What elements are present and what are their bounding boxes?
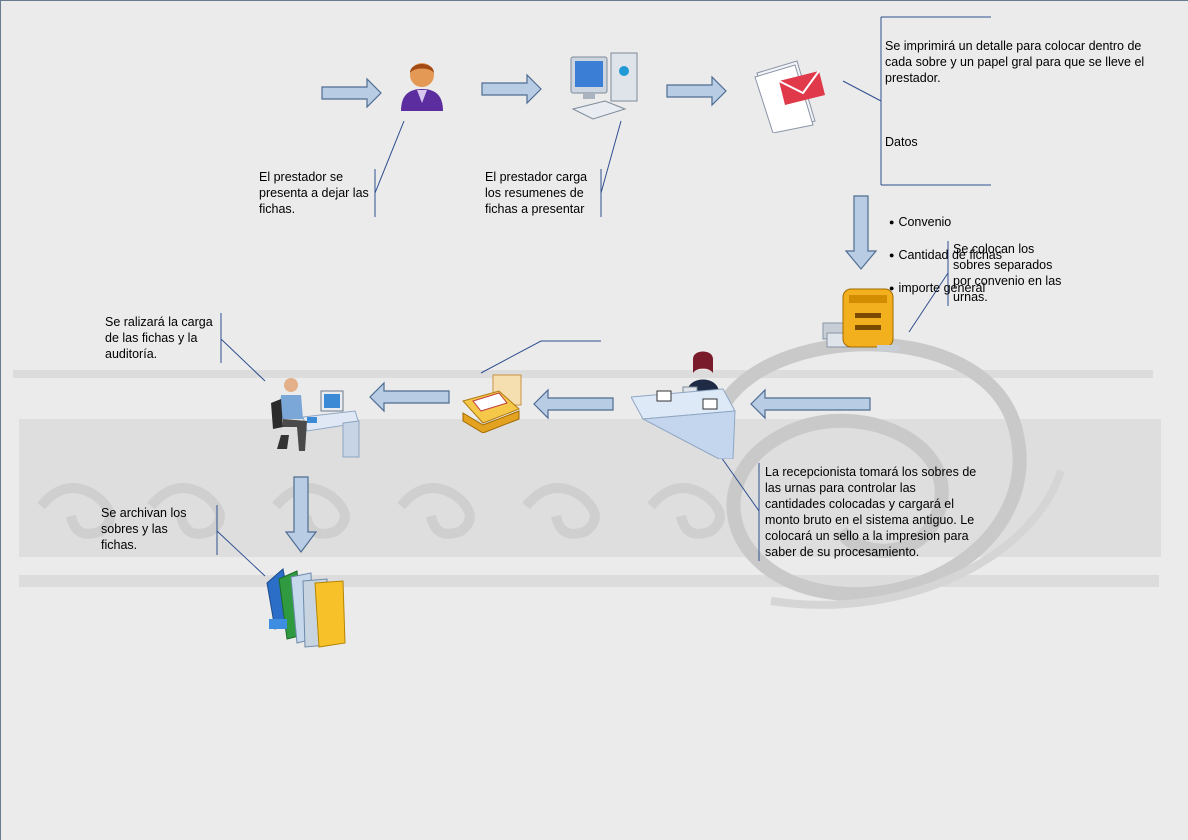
file-tray-icon (462, 374, 522, 433)
binders-icon (266, 568, 346, 648)
mailbox-icon (822, 288, 899, 351)
envelope-icon (754, 60, 825, 133)
note-prestador-carga: El prestador carga los resumenes de fich… (485, 170, 588, 216)
arrow-7 (369, 381, 450, 413)
callout-line-7 (220, 313, 266, 382)
datos-item: Cantidad de fichas (889, 247, 1167, 264)
datos-list: Convenio Cantidad de fichas importe gene… (885, 198, 1167, 313)
note-realizara-carga: Se ralizará la carga de las fichas y la … (105, 315, 213, 361)
note-imprimira-text: Se imprimirá un detalle para colocar den… (885, 39, 1145, 85)
arrow-1 (321, 77, 382, 109)
arrow-8 (284, 476, 318, 553)
computer-icon (570, 52, 638, 120)
callout-line-5 (720, 456, 760, 561)
note-archivan: Se archivan los sobres y las fichas. (101, 506, 187, 552)
callout-line-8 (216, 505, 266, 577)
note-recepcionista: La recepcionista tomará los sobres de la… (765, 465, 977, 559)
callout-line-6 (480, 340, 601, 374)
callout-line-3 (842, 16, 991, 186)
note-prestador-presenta: El prestador se presenta a dejar las fic… (259, 170, 369, 216)
datos-title: Datos (885, 135, 918, 149)
arrow-3 (666, 75, 727, 107)
arrow-5 (750, 388, 871, 420)
receptionist-icon (631, 351, 736, 459)
person-icon (401, 63, 443, 111)
arrow-6 (533, 388, 614, 420)
note-imprimira-detalle: Se imprimirá un detalle para colocar den… (885, 22, 1167, 329)
arrow-2 (481, 73, 542, 105)
datos-item: importe general (889, 280, 1167, 297)
callout-line-1 (374, 120, 405, 217)
callout-line-2 (600, 120, 622, 217)
arrow-4 (844, 195, 878, 270)
office-worker-icon (271, 378, 360, 458)
note-colocan-sobres: Se colocan los sobres separados por conv… (953, 242, 1062, 304)
datos-item: Convenio (889, 214, 1167, 231)
